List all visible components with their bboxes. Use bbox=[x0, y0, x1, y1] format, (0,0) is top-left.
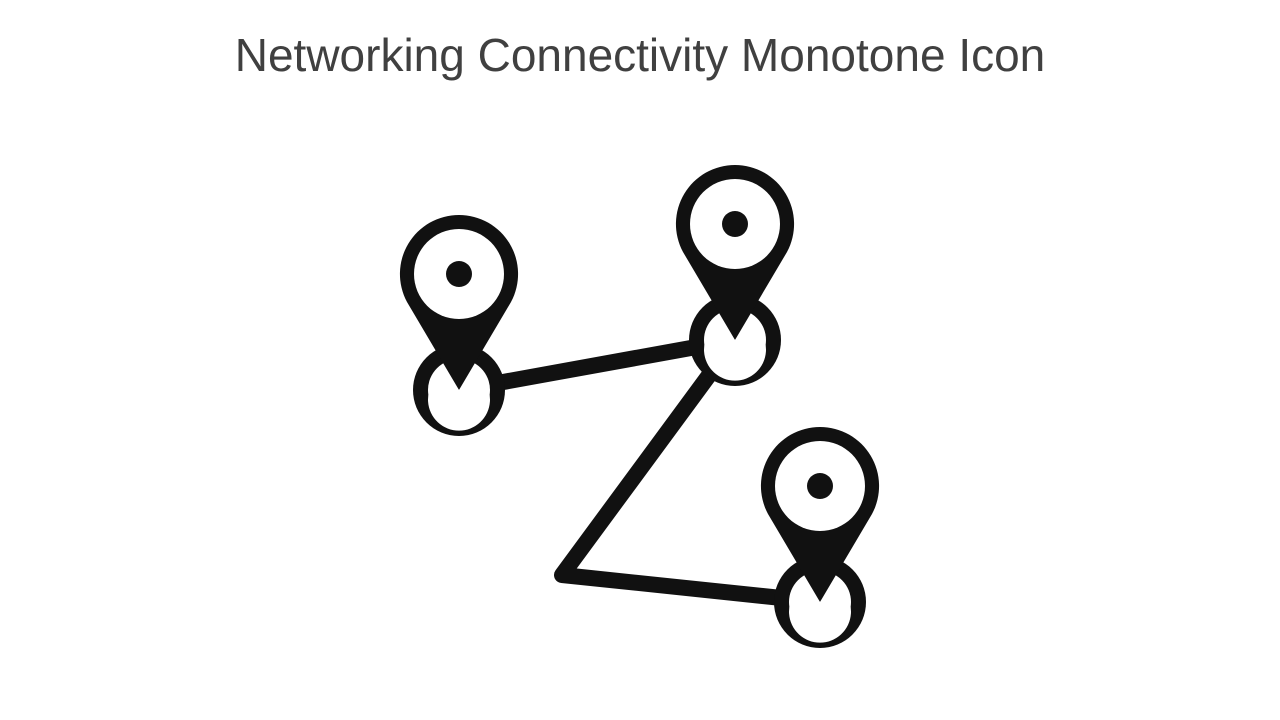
pin-notches bbox=[428, 322, 851, 643]
connection-path bbox=[451, 332, 828, 610]
slide-title: Networking Connectivity Monotone Icon bbox=[234, 29, 1046, 81]
